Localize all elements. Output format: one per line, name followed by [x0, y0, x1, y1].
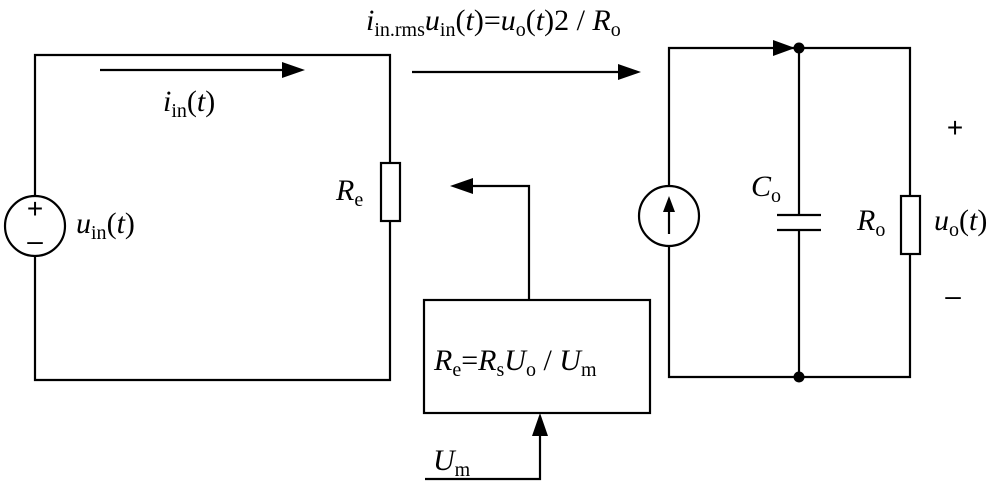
feedback-arrow	[450, 178, 531, 300]
output-capacitor-label: Co	[751, 170, 781, 207]
top-junction-dot	[793, 42, 805, 54]
power-balance-label: iin.rmsuin(t)=uo(t)2 / Ro	[366, 4, 621, 41]
output-plus-sign: +	[947, 112, 963, 143]
source-minus-sign: –	[27, 225, 43, 256]
controller-formula-label: Re=RsUo / Um	[433, 344, 597, 381]
emulated-resistor-label: Re	[335, 174, 363, 211]
controller-block	[422, 298, 652, 415]
input-voltage-label: uin(t)	[76, 207, 135, 244]
load-resistor	[899, 194, 922, 256]
output-capacitor	[777, 213, 821, 232]
control-input-arrow	[425, 413, 548, 481]
power-transfer-arrow	[412, 64, 641, 80]
input-voltage-source: + –	[3, 193, 67, 258]
emulated-resistor	[379, 161, 402, 223]
bottom-junction-dot	[793, 371, 805, 383]
input-loop-wires	[33, 53, 392, 382]
output-minus-sign: –	[945, 280, 961, 311]
controlled-current-source	[637, 184, 701, 248]
load-resistor-label: Ro	[856, 204, 885, 241]
input-current-label: iin(t)	[163, 85, 215, 122]
source-plus-sign: +	[27, 193, 43, 224]
output-current-arrowhead	[773, 40, 795, 56]
output-voltage-label: uo(t)	[934, 204, 987, 241]
input-current-arrow	[100, 62, 305, 78]
control-input-label: Um	[433, 444, 471, 481]
